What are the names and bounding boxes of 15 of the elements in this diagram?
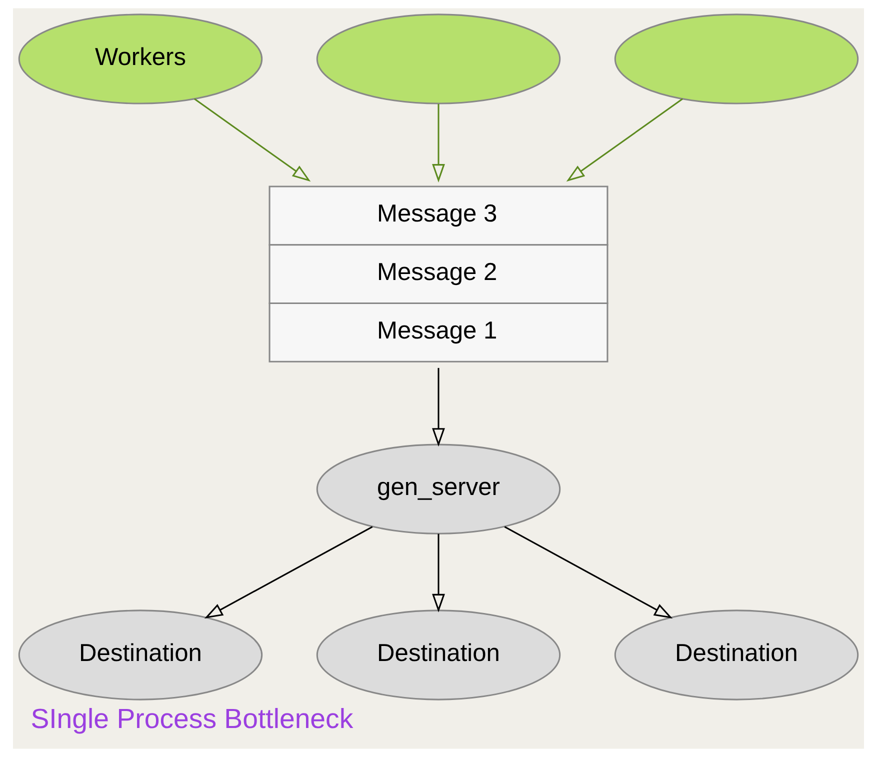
arrow	[204, 526, 373, 619]
arrow	[432, 104, 445, 182]
arrow	[194, 98, 311, 182]
node-ellipse	[614, 14, 859, 104]
caption: SIngle Process Bottleneck	[30, 702, 354, 734]
node-ellipse: Destination	[614, 610, 859, 700]
node-ellipse: Destination	[18, 610, 263, 700]
node-ellipse	[316, 14, 561, 104]
arrow	[504, 526, 673, 619]
arrow	[432, 534, 445, 612]
node-ellipse: gen_server	[316, 444, 561, 534]
arrow	[566, 98, 683, 182]
node-ellipse: Destination	[316, 610, 561, 700]
node-ellipse: Workers	[18, 14, 263, 104]
arrow	[432, 368, 445, 447]
